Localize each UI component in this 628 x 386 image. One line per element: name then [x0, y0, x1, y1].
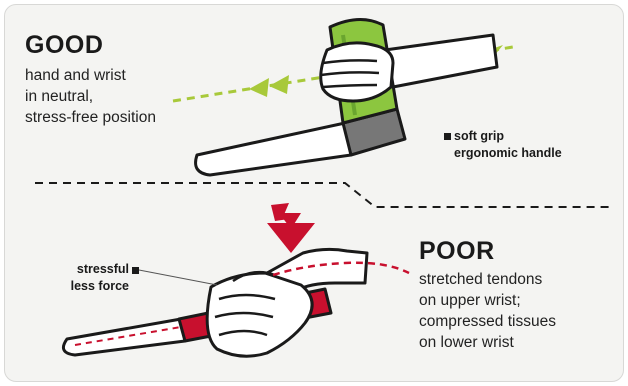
soft-grip-callout: soft grip ergonomic handle — [454, 128, 562, 162]
good-heading: GOOD — [25, 31, 103, 60]
poor-description-line: stretched tendons — [419, 269, 556, 290]
good-description: hand and wrist in neutral, stress-free p… — [25, 65, 156, 128]
good-description-line: hand and wrist — [25, 65, 156, 86]
downward-force-arrow — [267, 203, 315, 253]
good-description-line: in neutral, — [25, 86, 156, 107]
poor-heading: POOR — [419, 237, 495, 266]
good-blade — [196, 123, 351, 175]
poor-description-line: compressed tissues — [419, 311, 556, 332]
stressful-callout-line: stressful — [53, 261, 129, 278]
soft-grip-callout-line: soft grip — [454, 128, 562, 145]
soft-grip-marker — [444, 133, 451, 140]
good-forearm — [385, 35, 497, 87]
infographic-panel: GOOD hand and wrist in neutral, stress-f… — [4, 4, 624, 382]
poor-description-line: on upper wrist; — [419, 290, 556, 311]
soft-grip-callout-line: ergonomic handle — [454, 145, 562, 162]
poor-description: stretched tendons on upper wrist; compre… — [419, 269, 556, 353]
poor-description-line: on lower wrist — [419, 332, 556, 353]
good-description-line: stress-free position — [25, 107, 156, 128]
section-divider — [35, 183, 611, 207]
stressful-callout-leader — [132, 267, 217, 285]
stressful-callout-line: less force — [53, 278, 129, 295]
poor-hand — [207, 272, 312, 356]
good-hand — [321, 43, 393, 101]
stressful-callout: stressful less force — [53, 261, 129, 295]
